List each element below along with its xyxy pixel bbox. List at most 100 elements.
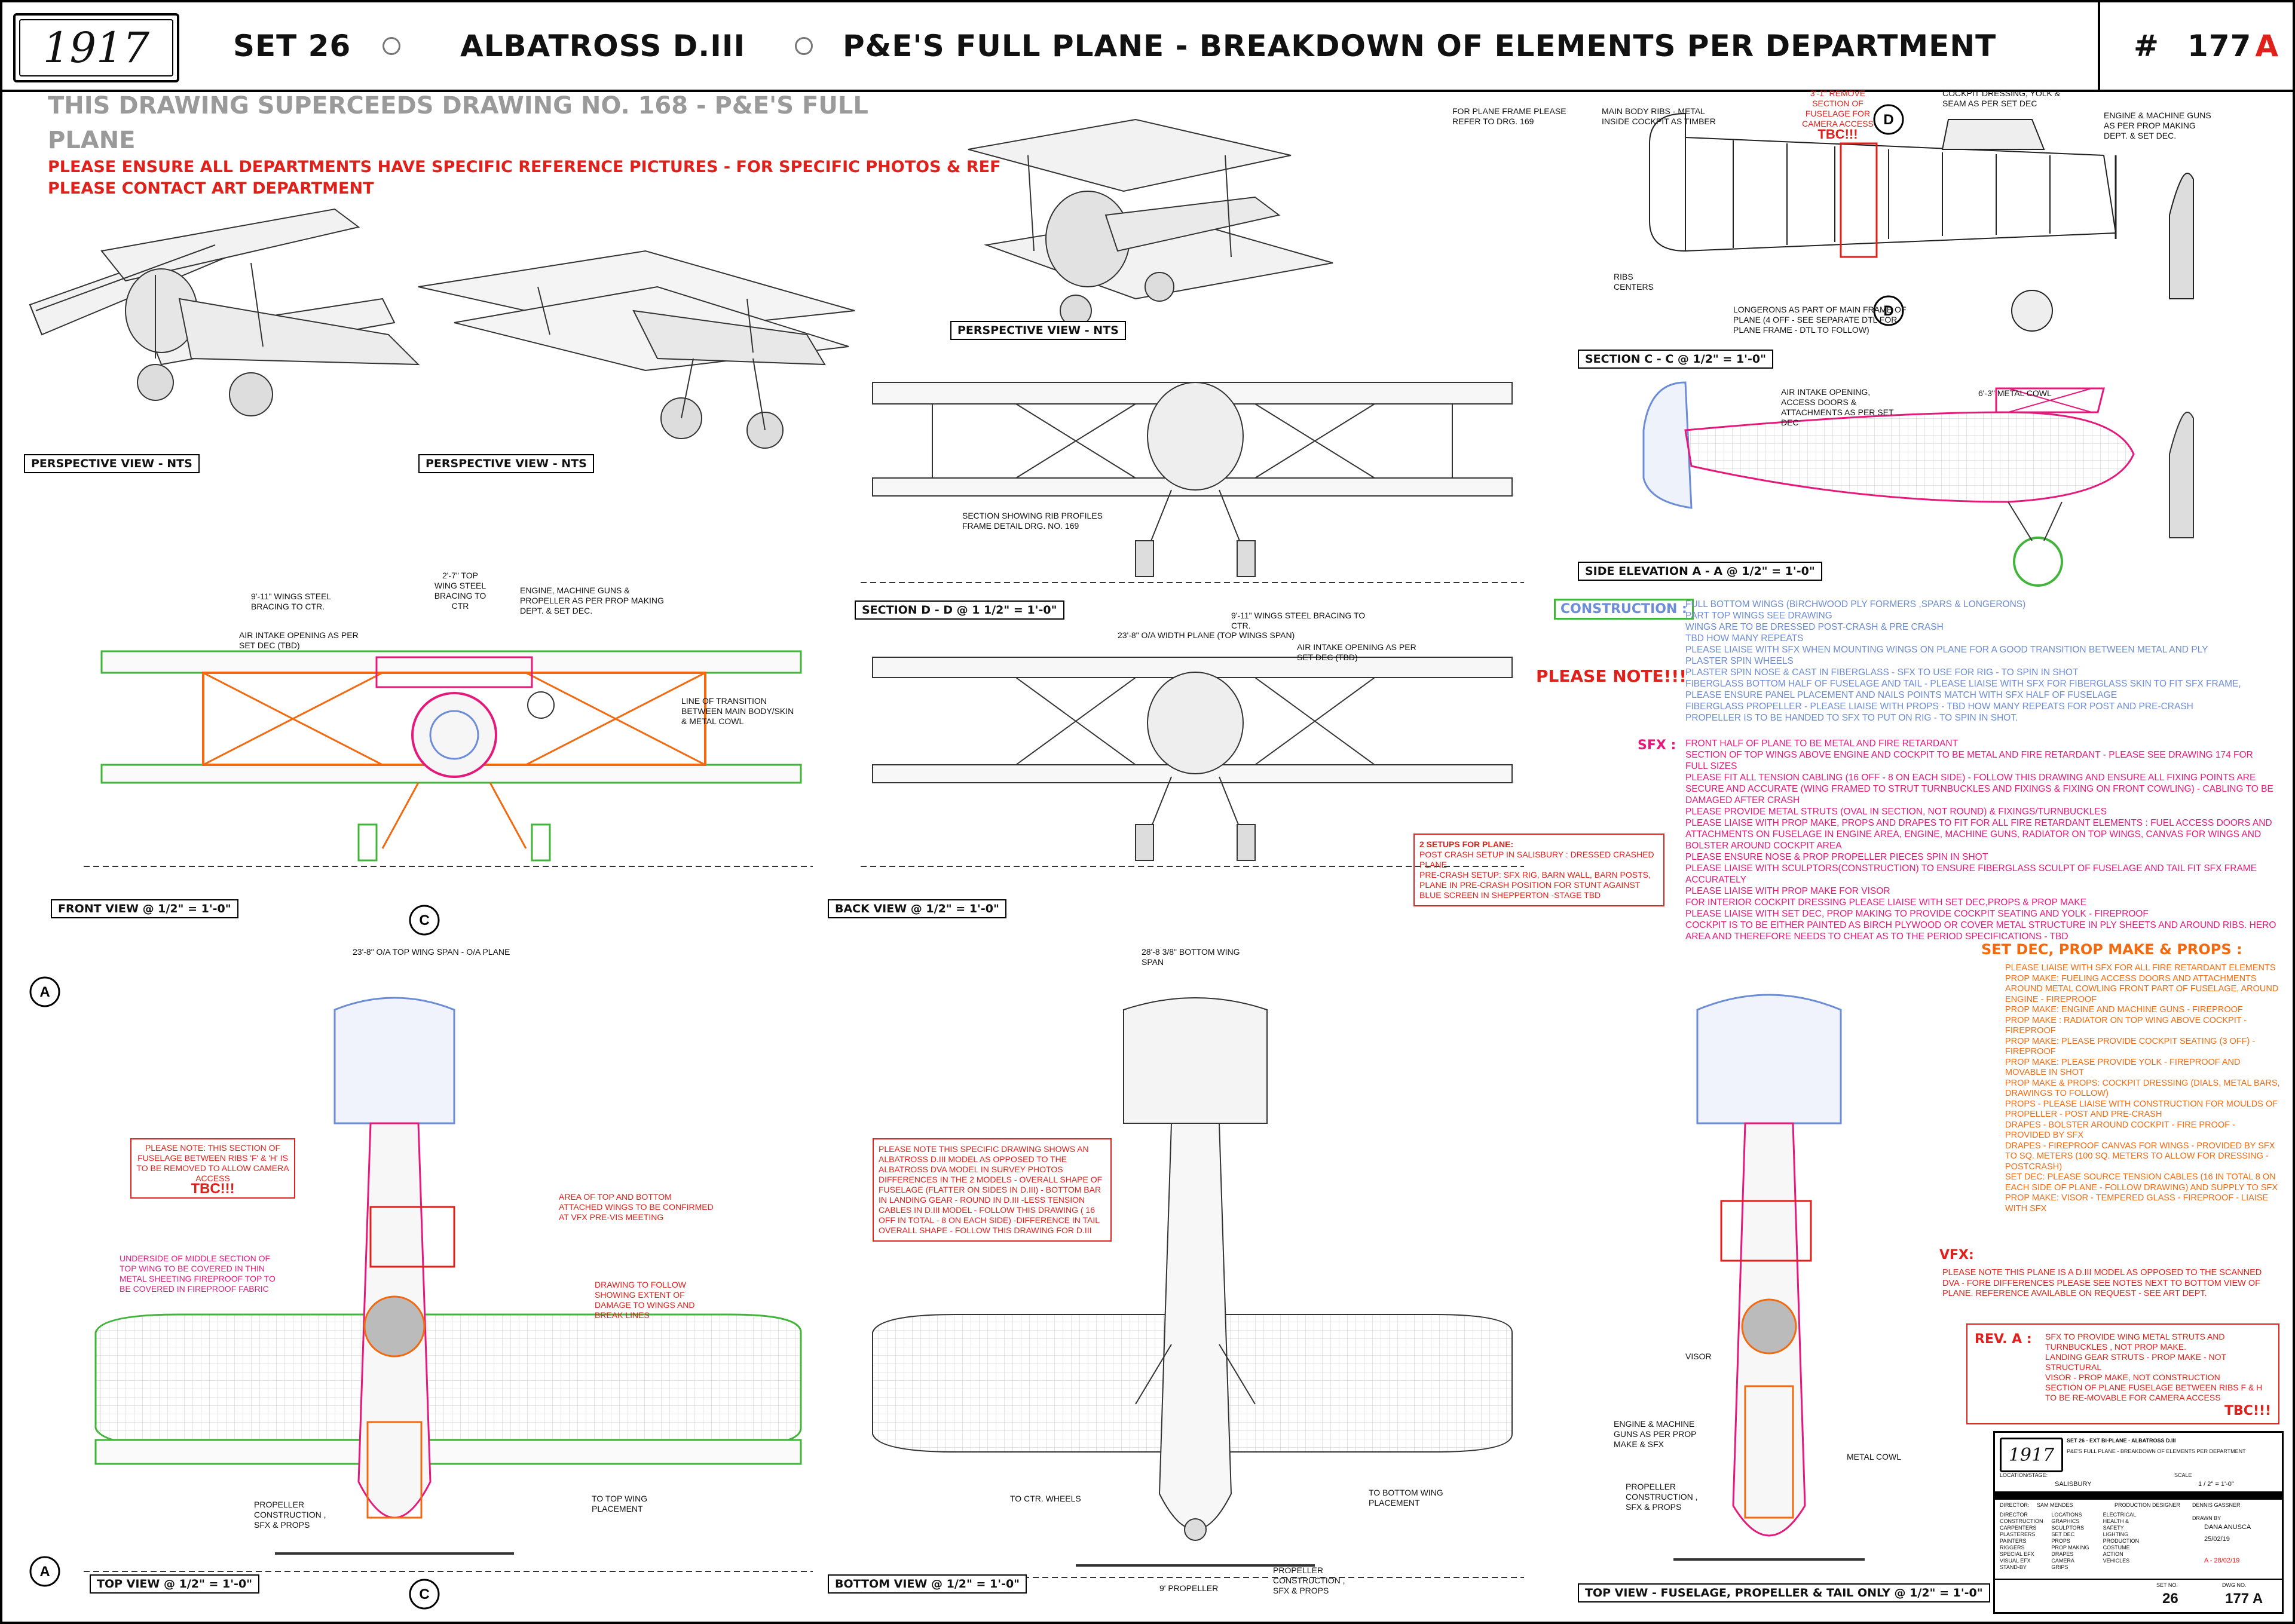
revision-tbc: TBC!!! [2224, 1404, 2271, 1418]
label-top-view-fuselage: TOP VIEW - FUSELAGE, PROPELLER & TAIL ON… [1578, 1583, 1990, 1602]
propeller-note-fuselage: PROPELLER CONSTRUCTION , SFX & PROPS [1626, 1482, 1698, 1512]
side-elevation-aa [1642, 381, 2194, 587]
section-markers [29, 104, 1904, 1610]
section-mark-a: A [39, 1564, 50, 1580]
model-difference-note: PLEASE NOTE THIS SPECIFIC DRAWING SHOWS … [873, 1138, 1112, 1242]
title-block-logo: 1917 [2000, 1438, 2063, 1472]
damage-note: DRAWING TO FOLLOW SHOWING EXTENT OF DAMA… [595, 1280, 695, 1320]
setdec-item: PROP MAKE : RADIATOR ON TOP WING ABOVE C… [2005, 1015, 2247, 1036]
construction-item: WINGS ARE TO BE DRESSED POST-CRASH & PRE… [1685, 622, 1944, 632]
section-mark-c: C [419, 1586, 429, 1602]
underside-note: UNDERSIDE OF MIDDLE SECTION OF TOP WING … [120, 1254, 276, 1294]
dept-item: PRODUCTION [2103, 1538, 2140, 1544]
revision-item: VISOR - PROP MAKE, NOT CONSTRUCTION [2045, 1372, 2220, 1382]
setdec-item: DRAPES - FIREPROOF CANVAS FOR WINGS - PR… [2005, 1141, 2275, 1172]
camera-access-text: PLEASE NOTE: THIS SECTION OF FUSELAGE BE… [136, 1143, 289, 1183]
construction-item: FIBERGLASS BOTTOM HALF OF FUSELAGE AND T… [1685, 679, 2241, 700]
sfx-item: PLEASE FIT ALL TENSION CABLING (16 OFF -… [1685, 773, 2273, 805]
drawn-value: DANA ANUSCA [2204, 1524, 2251, 1531]
construction-item: FIBERGLASS PROPELLER - PLEASE LIAISE WIT… [1685, 701, 2193, 712]
drawing-number-value: 177 [2187, 29, 2252, 63]
engine-note: ENGINE, MACHINE GUNS & PROPELLER AS PER … [520, 586, 664, 615]
top-wing-span-label: 23'-8" O/A TOP WING SPAN - O/A PLANE [353, 947, 510, 957]
dept-item: DRAPES [2051, 1551, 2074, 1557]
label-perspective-1: PERSPECTIVE VIEW - NTS [24, 454, 200, 473]
setdec-item: PROP MAKE & PROPS: COCKPIT DRESSING (DIA… [2005, 1078, 2280, 1099]
title-block-detail: P&E'S FULL PLANE - BREAKDOWN OF ELEMENTS… [2067, 1448, 2246, 1454]
sfx-item: FOR INTERIOR COCKPIT DRESSING PLEASE LIA… [1685, 897, 2086, 908]
air-intake-note: AIR INTAKE OPENING, ACCESS DOORS & ATTAC… [1781, 387, 1894, 427]
revision-title: REV. A : [1975, 1332, 2032, 1347]
construction-item: FULL BOTTOM WINGS (BIRCHWOOD PLY FORMERS… [1685, 599, 2026, 609]
dept-item: CARPENTERS [2000, 1525, 2037, 1531]
construction-item: PLASTER SPIN NOSE & CAST IN FIBERGLASS -… [1685, 667, 2079, 678]
ctr-wheels-label: TO CTR. WHEELS [1010, 1494, 1081, 1503]
section-mark-c: C [419, 912, 429, 929]
wings-bracing-label: 9'-11" WINGS STEEL BRACING TO CTR. [251, 592, 331, 611]
drawing-title: P&E'S FULL PLANE - BREAKDOWN OF ELEMENTS… [843, 29, 1997, 63]
setdec-item: PROP MAKE: FUELING ACCESS DOORS AND ATTA… [2005, 973, 2279, 1004]
propeller-note-bottom: PROPELLER CONSTRUCTION , SFX & PROPS [1273, 1565, 1345, 1595]
sfx-item: PLEASE LIAISE WITH PROP MAKE, PROPS AND … [1685, 818, 2272, 851]
label-section-dd: SECTION D - D @ 1 1/2" = 1'-0" [855, 600, 1064, 620]
setups-title: 2 SETUPS FOR PLANE: [1419, 839, 1514, 849]
cockpit-dressing-note: COCKPIT DRESSING, YOLK & SEAM AS PER SET… [1942, 88, 2061, 108]
title-block-divider [1995, 1579, 2282, 1580]
designer-value: DENNIS GASSNER [2192, 1502, 2241, 1508]
sfx-item: SECTION OF TOP WINGS ABOVE ENGINE AND CO… [1685, 750, 2253, 771]
title-block: 1917 SET 26 - EXT BI-PLANE - ALBATROSS D… [1993, 1431, 2284, 1614]
dept-item: GRAPHICS [2051, 1518, 2080, 1524]
dept-item: CONSTRUCTION [2000, 1518, 2043, 1524]
bottom-wing-placement-label: TO BOTTOM WING PLACEMENT [1369, 1488, 1443, 1507]
top-view-fuselage [1673, 994, 1865, 1561]
sfx-item: FRONT HALF OF PLANE TO BE METAL AND FIRE… [1685, 739, 1959, 749]
back-view [861, 657, 1524, 867]
construction-item: PROPELLER IS TO BE HANDED TO SFX TO PUT … [1685, 713, 2018, 723]
date-value: 25/02/19 [2204, 1536, 2230, 1543]
construction-item: TBD HOW MANY REPEATS [1685, 633, 1804, 644]
tbc-flag: TBC!!! [191, 1181, 235, 1197]
revision-date: A - 28/02/19 [2204, 1557, 2240, 1564]
setdec-item: PROP MAKE: PLEASE PROVIDE YOLK - FIREPRO… [2005, 1057, 2241, 1078]
dept-item: PAINTERS [2000, 1538, 2027, 1544]
reference-line-2: PLEASE CONTACT ART DEPARTMENT [48, 179, 374, 198]
logo-1917: 1917 [13, 13, 179, 82]
aircraft-name: ALBATROSS D.III [460, 29, 746, 63]
air-intake-front-note: AIR INTAKE OPENING AS PER SET DEC (TBD) [239, 630, 359, 650]
dept-item: SCULPTORS [2051, 1525, 2085, 1531]
section-mark-d: D [1883, 112, 1893, 128]
sfx-title: SFX : [1638, 738, 1676, 753]
setdec-list: PLEASE LIAISE WITH SFX FOR ALL FIRE RETA… [2005, 963, 2280, 1214]
dept-item: COSTUME [2103, 1545, 2130, 1551]
dwg-no-value: 177 A [2225, 1591, 2263, 1607]
section-rib-note: SECTION SHOWING RIB PROFILES FRAME DETAI… [962, 511, 1103, 531]
propeller-size-label: 9' PROPELLER [1159, 1583, 1219, 1593]
ribs-centers-label: RIBS CENTERS [1614, 272, 1654, 292]
section-mark-d: D [1883, 303, 1893, 319]
revision-box: REV. A : SFX TO PROVIDE WING METAL STRUT… [1966, 1323, 2279, 1424]
engine-guns-note: ENGINE & MACHINE GUNS AS PER PROP MAKING… [2104, 111, 2211, 140]
drawn-label: DRAWN BY [2192, 1515, 2221, 1521]
dept-item: RIGGERS [2000, 1545, 2025, 1551]
construction-list: FULL BOTTOM WINGS (BIRCHWOOD PLY FORMERS… [1685, 599, 2277, 724]
setdec-item: PROPS - PLEASE LIAISE WITH CONSTRUCTION … [2005, 1099, 2278, 1120]
transition-note: LINE OF TRANSITION BETWEEN MAIN BODY/SKI… [681, 696, 794, 726]
main-ribs-note: MAIN BODY RIBS - METAL INSIDE COCKPIT AS… [1602, 106, 1716, 126]
top-wing-bracing-label: 2'-7" TOP WING STEEL BRACING TO CTR [434, 571, 486, 611]
metal-cowl-label: 6'-3" METAL COWL [1978, 388, 2052, 398]
setdec-item: PROP MAKE: PLEASE PROVIDE COCKPIT SEATIN… [2005, 1036, 2256, 1057]
sfx-item: PLEASE LIAISE WITH SCULPTORS(CONSTRUCTIO… [1685, 863, 2257, 885]
visor-label: VISOR [1685, 1352, 1712, 1361]
setup-1: POST CRASH SETUP IN SALISBURY : DRESSED … [1419, 850, 1654, 869]
divider [2098, 0, 2100, 90]
title-block-set: SET 26 - EXT BI-PLANE - ALBATROSS D.III [2067, 1438, 2176, 1444]
supersedes-note: THIS DRAWING SUPERCEEDS DRAWING NO. 168 … [48, 92, 868, 154]
designer-label: PRODUCTION DESIGNER [2115, 1502, 2181, 1508]
dept-item: PLASTERERS [2000, 1531, 2036, 1537]
construction-item: PLEASE LIAISE WITH SFX WHEN MOUNTING WIN… [1685, 645, 2208, 655]
sfx-item: COCKPIT IS TO BE EITHER PAINTED AS BIRCH… [1685, 920, 2276, 942]
dept-item: SET DEC [2051, 1531, 2075, 1537]
construction-item: PLASTER SPIN WHEELS [1685, 656, 1794, 666]
